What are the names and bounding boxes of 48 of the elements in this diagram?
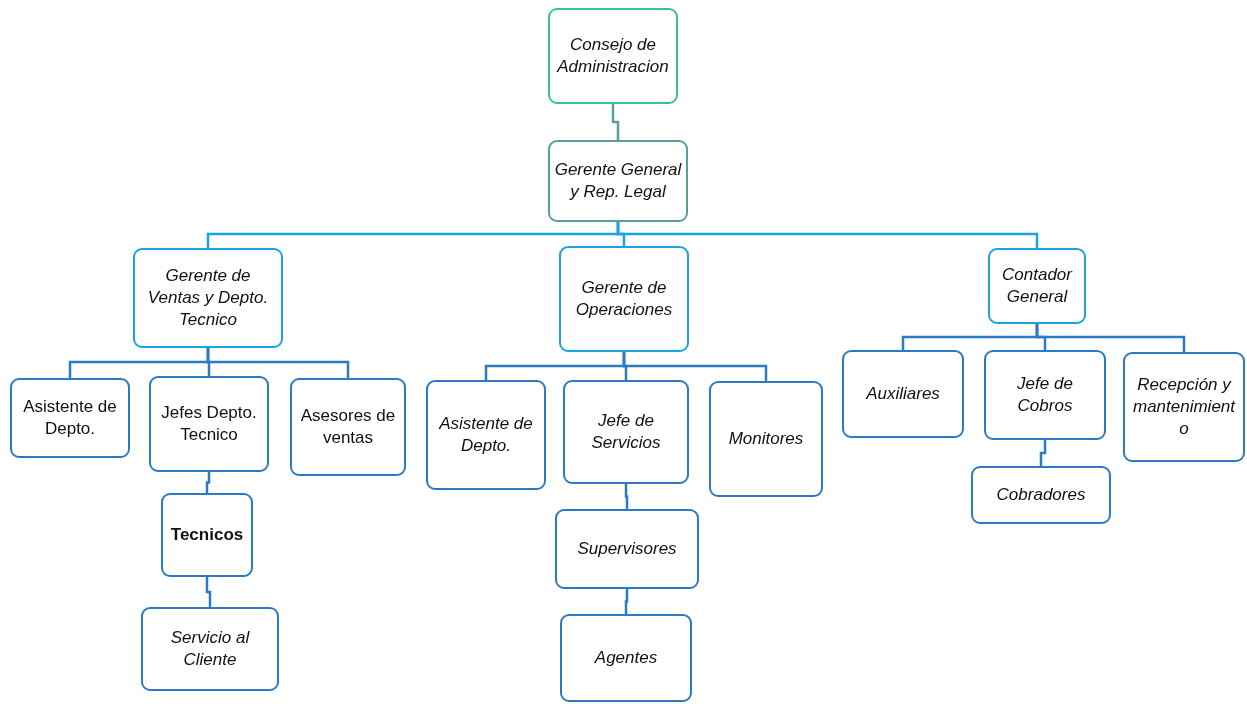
org-box bbox=[559, 246, 689, 352]
org-box bbox=[988, 248, 1086, 324]
role-title: Jefe de Cobros bbox=[1016, 372, 1074, 417]
org-box bbox=[149, 376, 269, 472]
role-title: Auxiliares bbox=[866, 382, 940, 405]
role-title: Agentes bbox=[594, 646, 658, 669]
connector-line bbox=[624, 589, 629, 614]
connector-line bbox=[205, 472, 211, 493]
role-title: Gerente General y Rep. Legal bbox=[554, 158, 682, 203]
connector-line bbox=[206, 348, 350, 378]
org-box bbox=[548, 140, 688, 222]
org-box bbox=[971, 466, 1111, 524]
role-title: Asistente de Depto. bbox=[22, 395, 118, 440]
role-title: Jefes Depto. Tecnico bbox=[160, 401, 258, 446]
role-title: Supervisores bbox=[577, 537, 677, 560]
org-box bbox=[290, 378, 406, 476]
org-box bbox=[555, 509, 699, 589]
role-title: Asistente de Depto. bbox=[437, 412, 534, 457]
role-title: Monitores bbox=[728, 427, 804, 450]
org-box bbox=[141, 607, 279, 691]
role-title: Servicio al Cliente bbox=[169, 626, 251, 671]
org-box bbox=[548, 8, 678, 104]
role-title: Cobradores bbox=[996, 483, 1086, 506]
connector-line bbox=[616, 222, 1039, 248]
org-box bbox=[161, 493, 253, 577]
role-title: Gerente de Ventas y Depto. Tecnico bbox=[146, 264, 270, 332]
org-box bbox=[984, 350, 1106, 440]
connector-line bbox=[1039, 440, 1047, 466]
connector-line bbox=[205, 577, 212, 607]
role-title: Tecnicos bbox=[170, 523, 244, 546]
org-box bbox=[133, 248, 283, 348]
org-box bbox=[709, 381, 823, 497]
role-title: Recepción y mantenimiento bbox=[1131, 373, 1237, 441]
connector-line bbox=[611, 104, 620, 140]
role-title: Consejo de Administracion bbox=[555, 33, 670, 78]
connector-line bbox=[622, 352, 768, 381]
org-box bbox=[10, 378, 130, 458]
org-box bbox=[1123, 352, 1245, 462]
org-box bbox=[560, 614, 692, 702]
org-box bbox=[426, 380, 546, 490]
role-title: Jefe de Servicios bbox=[590, 409, 662, 454]
connector-line bbox=[624, 484, 629, 509]
role-title: Asesores de ventas bbox=[299, 404, 397, 449]
org-box bbox=[842, 350, 964, 438]
role-title: Contador General bbox=[1001, 263, 1074, 308]
connector-line bbox=[1035, 324, 1186, 352]
role-title: Gerente de Operaciones bbox=[574, 276, 674, 321]
org-box bbox=[563, 380, 689, 484]
